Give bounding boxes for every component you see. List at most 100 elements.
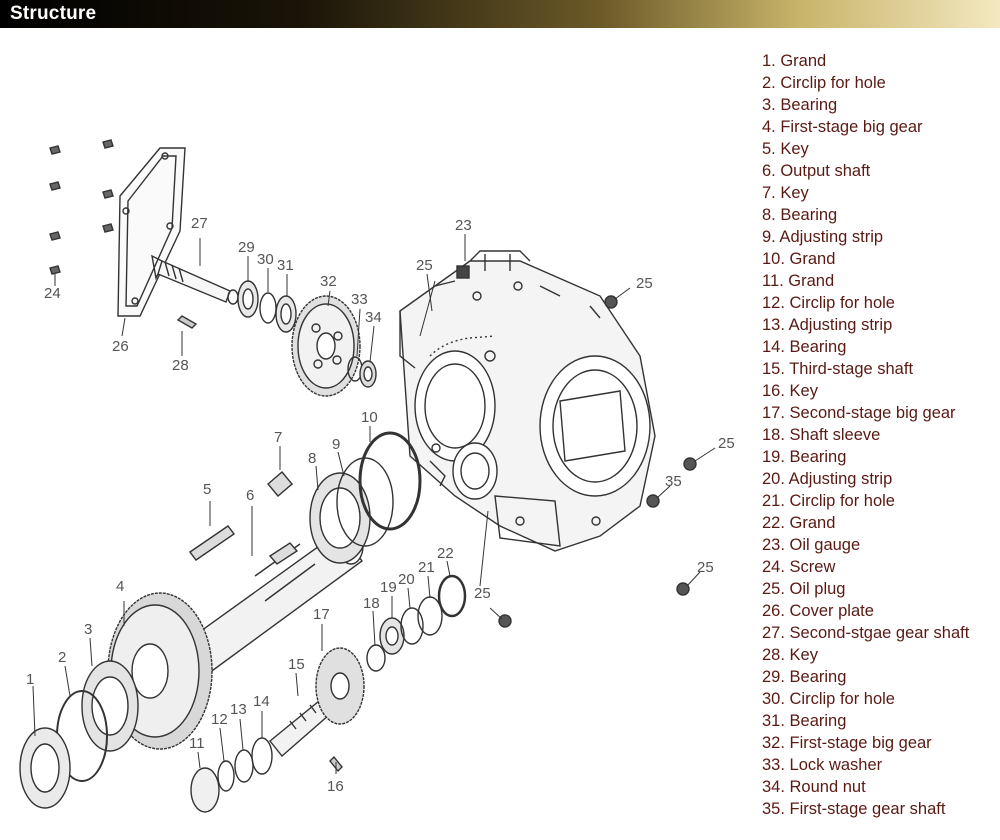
- legend-item: 31. Bearing: [762, 712, 847, 730]
- callout-32: 32: [320, 273, 337, 290]
- grand-1: [19, 727, 71, 809]
- callout-18: 18: [363, 595, 380, 612]
- legend-item: 26. Cover plate: [762, 602, 874, 620]
- second-stage-gear-shaft: [151, 254, 239, 305]
- callout-1: 1: [26, 671, 34, 688]
- legend-item: 22. Grand: [762, 514, 836, 532]
- grand-22: [437, 574, 467, 618]
- callout-13: 13: [230, 701, 247, 718]
- legend-item: 16. Key: [762, 382, 818, 400]
- callout-3: 3: [84, 621, 92, 638]
- callout-30: 30: [257, 251, 274, 268]
- callout-21: 21: [418, 559, 435, 576]
- legend-item: 32. First-stage big gear: [762, 734, 932, 752]
- callout-33: 33: [351, 291, 368, 308]
- callout-29: 29: [238, 239, 255, 256]
- legend-item: 20. Adjusting strip: [762, 470, 893, 488]
- circlip-30: [259, 292, 277, 324]
- legend-item: 6. Output shaft: [762, 162, 871, 180]
- legend-item: 4. First-stage big gear: [762, 118, 923, 136]
- legend-item: 2. Circlip for hole: [762, 74, 886, 92]
- parts-legend: 1. Grand 2. Circlip for hole 3. Bearing …: [762, 50, 998, 820]
- exploded-view-diagram: 1 2 3 4 5 6 7 8 9 10 11 12 13 14 15 16 1…: [0, 28, 750, 840]
- legend-item: 17. Second-stage big gear: [762, 404, 956, 422]
- legend-item: 27. Second-stgae gear shaft: [762, 624, 970, 642]
- legend-item: 29. Bearing: [762, 668, 847, 686]
- callout-25-d: 25: [697, 559, 714, 576]
- callout-4: 4: [116, 578, 124, 595]
- legend-item: 13. Adjusting strip: [762, 316, 893, 334]
- legend-item: 24. Screw: [762, 558, 836, 576]
- legend-item: 14. Bearing: [762, 338, 847, 356]
- bearing-3: [81, 660, 139, 752]
- callout-20: 20: [398, 571, 415, 588]
- circlip-12: [217, 760, 235, 792]
- first-stage-gear-shaft-35: [646, 494, 660, 508]
- legend-item: 5. Key: [762, 140, 809, 158]
- bearing-14: [251, 737, 273, 775]
- callout-23: 23: [455, 217, 472, 234]
- callout-27: 27: [191, 215, 208, 232]
- bearing-8: [309, 472, 371, 564]
- legend-item: 8. Bearing: [762, 206, 838, 224]
- cover-plate: [117, 147, 186, 317]
- shaft-sleeve-18: [366, 644, 386, 672]
- legend-item: 15. Third-stage shaft: [762, 360, 914, 378]
- legend-item: 3. Bearing: [762, 96, 838, 114]
- legend-item: 18. Shaft sleeve: [762, 426, 881, 444]
- bearing-29: [237, 280, 259, 318]
- grand-11: [190, 767, 220, 813]
- second-stage-big-gear-17: [315, 647, 365, 725]
- callout-25-c: 25: [718, 435, 735, 452]
- screw-set: [49, 139, 114, 275]
- callout-7: 7: [274, 429, 282, 446]
- callout-9: 9: [332, 436, 340, 453]
- page-title: Structure: [10, 3, 97, 24]
- callout-14: 14: [253, 693, 270, 710]
- legend-item: 25. Oil plug: [762, 580, 846, 598]
- first-stage-big-gear-32: [291, 295, 361, 397]
- legend-item: 7. Key: [762, 184, 809, 202]
- callout-25-b: 25: [636, 275, 653, 292]
- legend-item: 12. Circlip for hole: [762, 294, 895, 312]
- legend-item: 28. Key: [762, 646, 818, 664]
- callout-11: 11: [189, 735, 205, 752]
- adjusting-strip-20: [400, 607, 424, 645]
- legend-item: 21. Circlip for hole: [762, 492, 895, 510]
- key-28: [176, 315, 198, 329]
- callout-19: 19: [380, 579, 397, 596]
- callout-24: 24: [44, 285, 61, 302]
- callout-10: 10: [361, 409, 378, 426]
- legend-item: 35. First-stage gear shaft: [762, 800, 946, 818]
- bearing-31: [275, 295, 297, 333]
- legend-item: 9. Adjusting strip: [762, 228, 884, 246]
- callout-25-a: 25: [416, 257, 433, 274]
- legend-item: 33. Lock washer: [762, 756, 883, 774]
- legend-item: 10. Grand: [762, 250, 836, 268]
- key-7: [267, 471, 293, 497]
- callout-25-e: 25: [474, 585, 491, 602]
- oil-plug: [498, 295, 697, 628]
- callout-34: 34: [365, 309, 382, 326]
- callout-17: 17: [313, 606, 330, 623]
- legend-item: 34. Round nut: [762, 778, 866, 796]
- legend-item: 23. Oil gauge: [762, 536, 861, 554]
- oil-gauge-23: [456, 265, 470, 279]
- key-5: [189, 525, 235, 561]
- exploded-view-drawing: 1 2 3 4 5 6 7 8 9 10 11 12 13 14 15 16 1…: [19, 139, 735, 813]
- callout-5: 5: [203, 481, 211, 498]
- callout-2: 2: [58, 649, 66, 666]
- callout-28: 28: [172, 357, 189, 374]
- callout-6: 6: [246, 487, 254, 504]
- callout-16: 16: [327, 778, 344, 795]
- callout-15: 15: [288, 656, 305, 673]
- header-bar: Structure: [0, 0, 1000, 28]
- legend-item: 19. Bearing: [762, 448, 847, 466]
- gear-housing: [399, 250, 656, 552]
- adjusting-strip-13: [234, 749, 254, 783]
- grand-10: [358, 431, 422, 531]
- round-nut-34: [359, 360, 377, 388]
- bearing-19: [379, 617, 405, 655]
- legend-item: 30. Circlip for hole: [762, 690, 895, 708]
- legend-item: 11. Grand: [762, 272, 835, 290]
